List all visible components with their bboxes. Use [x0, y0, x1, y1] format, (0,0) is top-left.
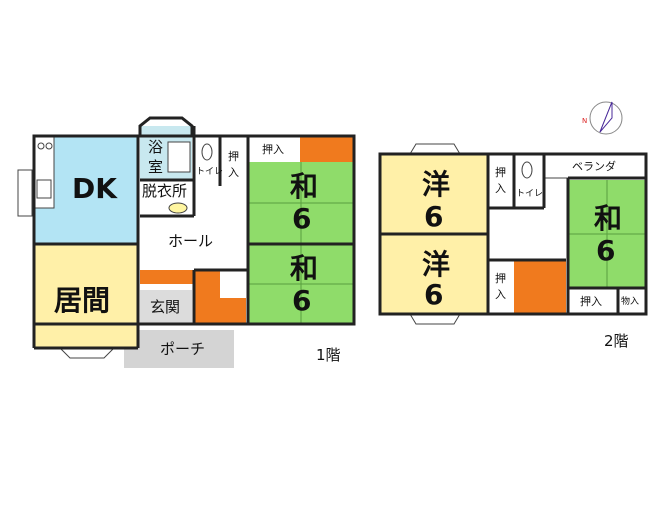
- toilet-icon: [201, 143, 213, 161]
- storage-2f: [618, 288, 646, 314]
- closet-2c: [568, 288, 618, 314]
- entrance-label: 玄関: [150, 298, 180, 316]
- wa-upper-label: 和: [290, 170, 318, 203]
- window-dk: [17, 169, 33, 217]
- toilet-2f-label: トイレ: [516, 189, 543, 199]
- veranda-label: ベランダ: [572, 159, 616, 173]
- floor-2: 洋 6 洋 6 押 入 押 入 トイレ ベランダ 和 6 押入 物入 2階: [378, 143, 648, 350]
- shoe-shelf: [140, 270, 194, 284]
- yo-upper-num: 6: [424, 200, 443, 233]
- stairs-2f: [514, 260, 566, 314]
- living-room: [34, 244, 138, 348]
- bath-wall: [138, 116, 194, 136]
- stove-icon: [37, 142, 45, 150]
- bathtub-icon: [167, 141, 191, 173]
- compass: N: [582, 101, 623, 135]
- closet-a-label-1: 押: [228, 149, 239, 163]
- compass-needle-tail-icon: [599, 101, 613, 133]
- bay-window: [409, 313, 461, 325]
- tokonoma: [300, 136, 354, 162]
- yoshitsu-lower: [380, 234, 488, 314]
- washbasin-icon: [168, 202, 188, 214]
- bay-window: [409, 143, 461, 155]
- closet-2b-label-2: 入: [495, 288, 506, 301]
- wa-lower-label: 和: [290, 252, 318, 285]
- closet-2b: [488, 260, 514, 314]
- closet-2b-label-1: 押: [495, 271, 506, 285]
- yo-upper-label: 洋: [422, 168, 450, 201]
- wa-2f-num: 6: [596, 234, 615, 267]
- porch-area: [124, 330, 234, 368]
- stove-icon: [45, 142, 53, 150]
- veranda-area: [543, 153, 647, 179]
- hall-label: ホール: [168, 232, 213, 250]
- bath-label-1: 浴: [148, 138, 163, 156]
- wa-2f-label: 和: [594, 202, 622, 235]
- washroom-label: 脱衣所: [142, 182, 187, 200]
- floor-1: DK 浴 室 トイレ 押 入 押入 脱衣所 和 6 ホール 和 6 居間 玄関 …: [17, 116, 356, 368]
- entrance-area: [140, 290, 192, 324]
- closet-2a: [488, 154, 514, 208]
- closet-2a-label-2: 入: [495, 182, 506, 195]
- living-label: 居間: [54, 284, 110, 317]
- bay-window-living: [59, 347, 115, 359]
- closet-b: [248, 136, 300, 162]
- dk-label: DK: [72, 172, 118, 205]
- closet-a-label-2: 入: [228, 166, 239, 179]
- toilet-icon: [521, 161, 533, 179]
- yoshitsu-upper: [380, 154, 488, 234]
- closet-2a-label-1: 押: [495, 165, 506, 179]
- toilet-label: トイレ: [196, 167, 223, 177]
- wa-lower-num: 6: [292, 284, 311, 317]
- porch-label: ポーチ: [160, 340, 205, 358]
- compass-north-label: N: [582, 117, 587, 125]
- storage-label: 物入: [621, 295, 639, 307]
- yo-lower-label: 洋: [422, 248, 450, 281]
- yo-lower-num: 6: [424, 278, 443, 311]
- wa-upper-num: 6: [292, 202, 311, 235]
- sink-icon: [36, 179, 52, 199]
- closet-a: [220, 136, 248, 186]
- compass-circle-icon: [589, 101, 623, 135]
- closet-b-label: 押入: [262, 142, 284, 156]
- bath-label-2: 室: [148, 158, 163, 176]
- closet-2c-label: 押入: [580, 294, 602, 308]
- floor2-label: 2階: [604, 332, 629, 350]
- stairs-inner: [220, 270, 246, 298]
- floor1-label: 1階: [316, 346, 341, 364]
